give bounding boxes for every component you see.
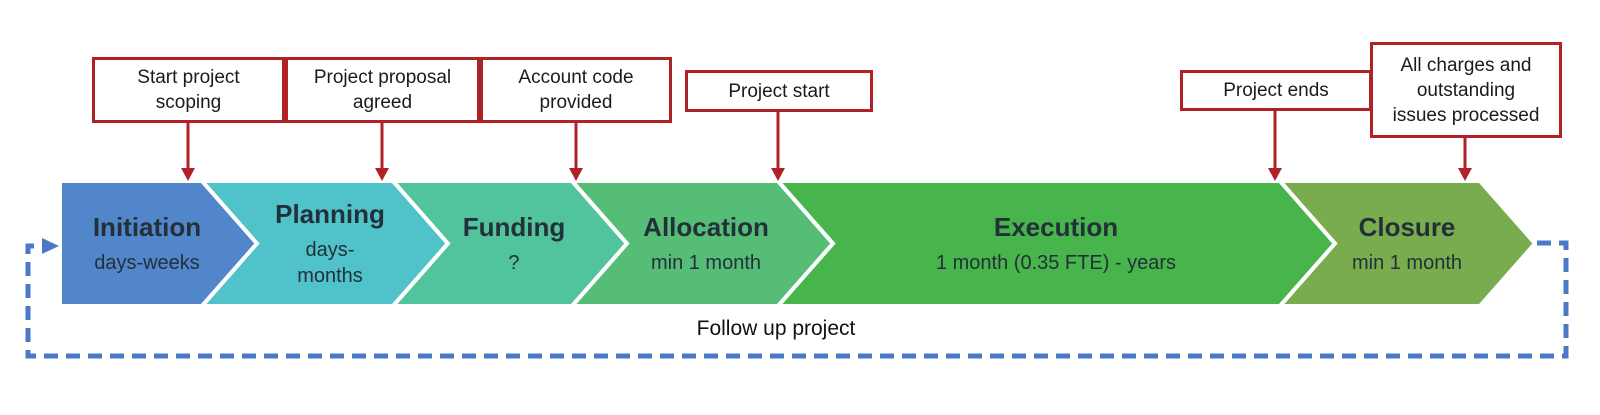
down-arrow-icon bbox=[771, 168, 785, 181]
phase-funding: Funding ? bbox=[463, 212, 566, 276]
right-arrow-icon bbox=[42, 238, 59, 254]
down-arrow-icon bbox=[1268, 168, 1282, 181]
phase-initiation: Initiation days-weeks bbox=[93, 212, 201, 276]
callout-project-proposal-agreed: Project proposal agreed bbox=[285, 57, 480, 123]
callout-label: Project start bbox=[728, 80, 830, 102]
down-arrow-icon bbox=[181, 168, 195, 181]
callout-account-code-provided: Account code provided bbox=[480, 57, 672, 123]
callout-start-project-scoping: Start project scoping bbox=[92, 57, 285, 123]
chevron-band bbox=[58, 179, 1538, 308]
phase-allocation: Allocation min 1 month bbox=[643, 212, 769, 276]
phase-duration: min 1 month bbox=[650, 252, 762, 274]
callout-label: All charges and outstanding issues proce… bbox=[1392, 54, 1540, 126]
down-arrow-icon bbox=[569, 168, 583, 181]
phase-duration: 1 month (0.35 FTE) - years bbox=[935, 252, 1177, 274]
callout-all-charges-processed: All charges and outstanding issues proce… bbox=[1370, 42, 1562, 138]
phase-duration: days- months bbox=[297, 239, 363, 287]
phase-title: Planning bbox=[275, 199, 385, 229]
callout-connector-arrowheads bbox=[181, 168, 1472, 181]
phase-title: Initiation bbox=[92, 212, 202, 242]
phase-title: Funding bbox=[462, 212, 566, 242]
follow-up-loop-path bbox=[25, 240, 1569, 359]
callout-project-ends: Project ends bbox=[1180, 70, 1372, 111]
phase-planning: Planning days- months bbox=[275, 199, 385, 289]
down-arrow-icon bbox=[1458, 168, 1472, 181]
phase-title: Allocation bbox=[643, 212, 769, 242]
phase-duration: days-weeks bbox=[94, 252, 200, 274]
follow-up-loop bbox=[25, 238, 1569, 359]
callout-label: Project ends bbox=[1223, 80, 1329, 101]
down-arrow-icon bbox=[375, 168, 389, 181]
phase-title: Execution bbox=[993, 212, 1119, 242]
phase-duration: min 1 month bbox=[1351, 252, 1463, 274]
callout-connector-lines bbox=[186, 111, 1467, 170]
follow-up-label: Follow up project bbox=[696, 317, 856, 340]
callout-project-start: Project start bbox=[685, 70, 873, 112]
phase-closure: Closure min 1 month bbox=[1352, 212, 1462, 276]
phase-title: Closure bbox=[1358, 212, 1456, 242]
callout-label: Account code provided bbox=[518, 67, 634, 113]
callout-label: Start project scoping bbox=[137, 67, 240, 113]
phase-execution: Execution 1 month (0.35 FTE) - years bbox=[936, 212, 1176, 276]
phase-duration: ? bbox=[508, 252, 520, 274]
chevron-closure bbox=[1275, 179, 1538, 308]
callout-label: Project proposal agreed bbox=[313, 67, 452, 113]
